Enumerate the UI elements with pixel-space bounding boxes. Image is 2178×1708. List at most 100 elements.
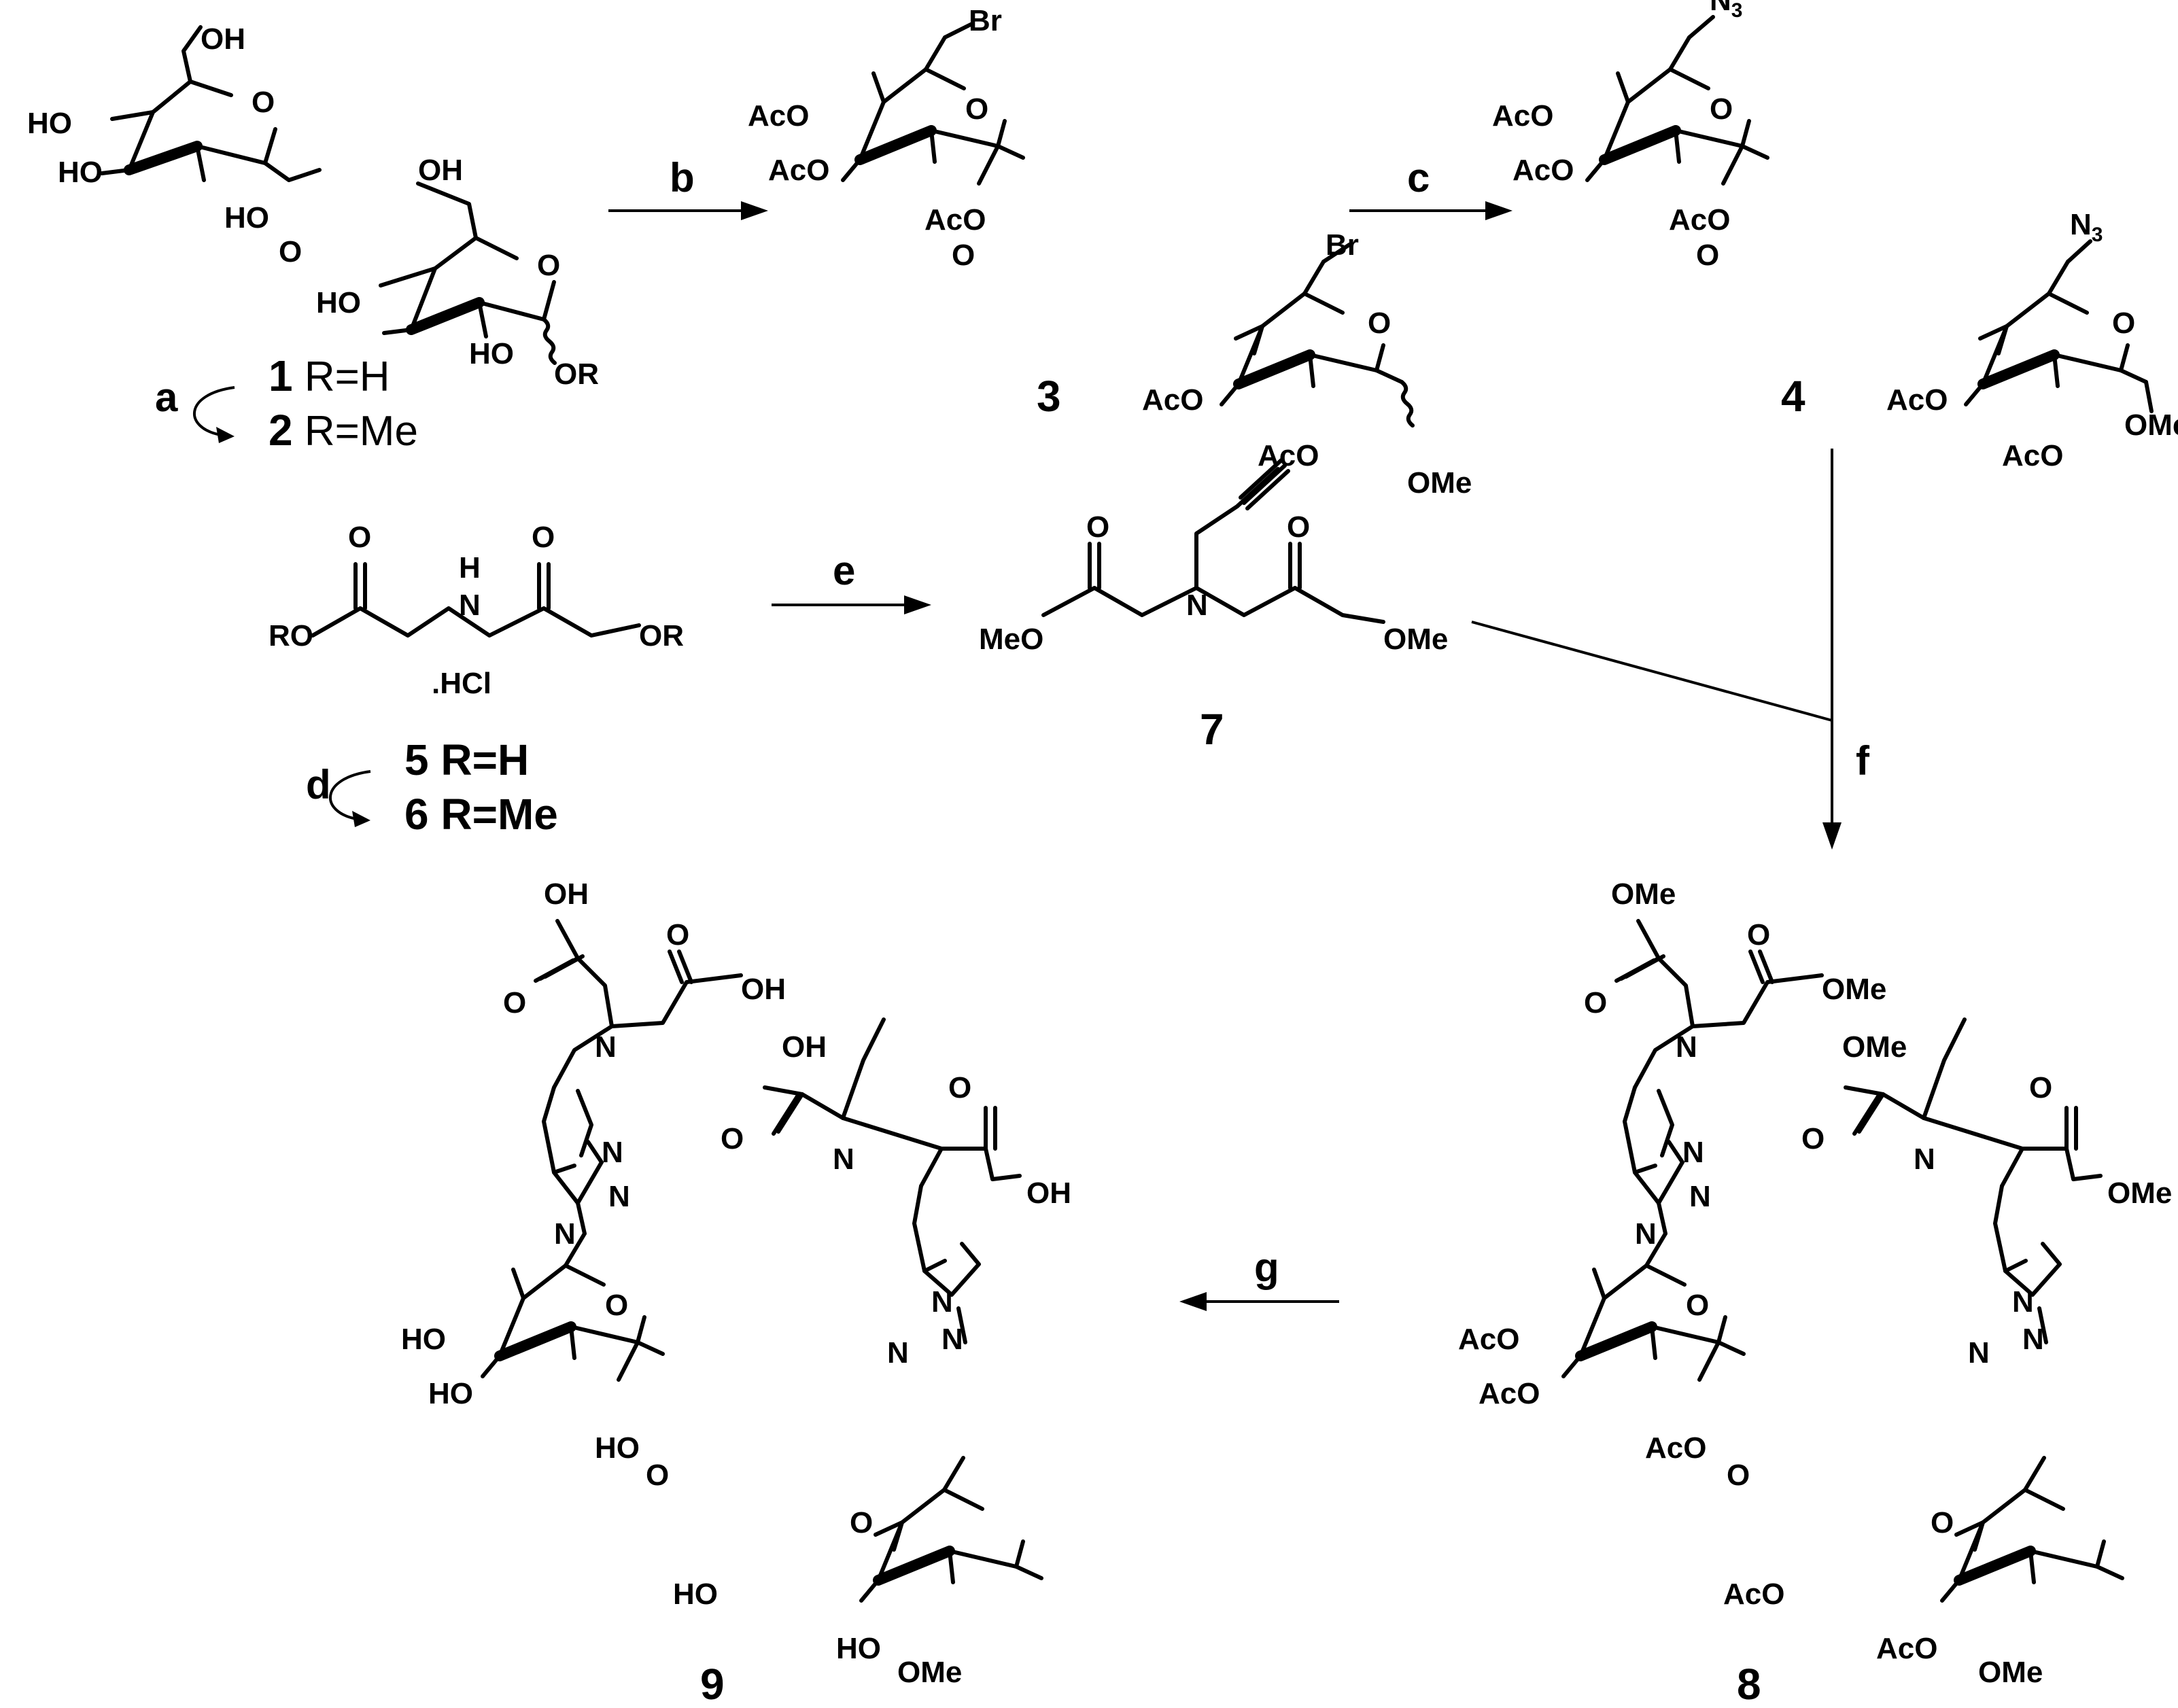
c9-ho-2: HO xyxy=(595,1431,640,1465)
compound-5-substituent: R=H xyxy=(429,735,530,784)
c5-or: OR xyxy=(639,619,684,652)
c9-n-2: N xyxy=(833,1143,854,1176)
step-c-arrow: c xyxy=(1349,155,1512,220)
c9-oh-4: OH xyxy=(1026,1177,1071,1210)
c8-aco-3: AcO xyxy=(1479,1377,1540,1410)
c8-triazole-a-n3: N xyxy=(1635,1217,1657,1251)
c3-aco-4: AcO xyxy=(748,99,809,133)
c1-ho-3: HO xyxy=(58,156,103,189)
c4-ome: OMe xyxy=(2124,408,2178,442)
step-d-arrow: d xyxy=(306,762,371,827)
compound-number-9: 9 xyxy=(700,1660,725,1708)
c8-aco-2: AcO xyxy=(1645,1431,1706,1465)
c9-ring-o: O xyxy=(605,1289,628,1322)
compound-2-substituent: R=Me xyxy=(293,408,418,455)
step-a-arrow: a xyxy=(155,374,235,443)
step-g-label: g xyxy=(1254,1244,1279,1290)
step-b-arrow: b xyxy=(608,155,768,220)
c9-o-1: O xyxy=(503,986,526,1019)
c3-link-o: O xyxy=(952,239,975,272)
svg-text:2 R=Me: 2 R=Me xyxy=(269,406,418,455)
c3-ring-o: O xyxy=(965,92,988,126)
compound-8-structure: OMe O O OMe N N N N OMe O O N OMe N N N … xyxy=(1458,877,2172,1689)
c4-ring-o: O xyxy=(1710,92,1733,126)
c5-carbonyl-o-a: O xyxy=(348,521,371,554)
compound-number-5: 5 xyxy=(404,735,429,784)
c8-ome: OMe xyxy=(1978,1656,2043,1689)
step-a-label: a xyxy=(155,374,178,420)
c7-ome: OMe xyxy=(1383,623,1448,656)
c8-aco-3b: AcO xyxy=(1723,1578,1784,1611)
compound-5-label: 5 R=H xyxy=(404,735,529,784)
c1-ho-2b: HO xyxy=(469,337,514,370)
c8-triazole-b-n1: N xyxy=(2012,1285,2034,1319)
c8-ome-4: OMe xyxy=(2107,1177,2172,1210)
compound-1-label: 1 R=H xyxy=(269,351,390,400)
c4-aco-2: AcO xyxy=(1669,203,1730,237)
c8-triazole-b-n2: N xyxy=(2022,1323,2044,1356)
c1-ring-o-b: O xyxy=(537,249,560,282)
c8-ome-3: OMe xyxy=(1842,1030,1907,1064)
c1-oh-6b: OH xyxy=(418,154,463,187)
compound-number-3: 3 xyxy=(1037,372,1061,421)
c9-triazole-b-n1: N xyxy=(931,1285,953,1319)
c4-link-o: O xyxy=(1696,239,1719,272)
step-c-label: c xyxy=(1407,155,1430,201)
c9-link-o: O xyxy=(646,1459,669,1492)
svg-text:5 R=H: 5 R=H xyxy=(404,735,529,784)
c8-n-1: N xyxy=(1676,1030,1697,1064)
c8-o-1: O xyxy=(1584,986,1607,1019)
c8-ring-o-b: O xyxy=(1931,1506,1954,1539)
c8-ome-1: OMe xyxy=(1611,877,1676,911)
step-e-arrow: e xyxy=(772,548,931,614)
c9-o-3: O xyxy=(721,1122,744,1155)
c7-carbonyl-o-a: O xyxy=(1086,510,1109,544)
compound-1-substituent: R=H xyxy=(293,353,390,400)
compound-number-7: 7 xyxy=(1200,705,1224,754)
c8-aco-2b: AcO xyxy=(1876,1632,1937,1665)
c9-triazole-a-n2: N xyxy=(608,1180,630,1213)
compound-number-6: 6 xyxy=(404,790,429,839)
c1-ho-4: HO xyxy=(27,107,72,140)
compound-4-structure: N3 AcO O AcO AcO O N3 O AcO AcO OMe xyxy=(1492,0,2178,472)
c1-oh-6: OH xyxy=(201,22,245,56)
c8-triazole-b-n3: N xyxy=(1968,1336,1990,1370)
c1-ring-o: O xyxy=(252,86,275,119)
compound-3-structure: Br AcO O AcO AcO O Br O AcO AcO OMe xyxy=(748,4,1472,500)
c1-ho-3b: HO xyxy=(316,286,361,319)
svg-text:6 R=Me: 6 R=Me xyxy=(404,790,558,839)
compound-number-4: 4 xyxy=(1781,372,1805,421)
compound-number-2: 2 xyxy=(269,406,293,455)
c3-br-a: Br xyxy=(969,4,1002,37)
c9-ho-2b: HO xyxy=(836,1632,881,1665)
c8-ome-2: OMe xyxy=(1822,973,1886,1006)
c5-nh-n: N xyxy=(459,589,481,622)
compound-number-8: 8 xyxy=(1737,1660,1761,1708)
c3-aco-2b: AcO xyxy=(1258,439,1319,472)
c9-ome: OMe xyxy=(897,1656,962,1689)
compound-number-1: 1 xyxy=(269,351,293,400)
c4-azide-b: N3 xyxy=(2070,208,2103,246)
c8-aco-4: AcO xyxy=(1458,1323,1519,1356)
c8-triazole-a-n1: N xyxy=(1682,1136,1704,1169)
c8-o-2: O xyxy=(1747,918,1770,952)
c9-ho-3: HO xyxy=(428,1377,473,1410)
c9-ring-o-b: O xyxy=(850,1506,873,1539)
c3-ome: OMe xyxy=(1407,466,1472,500)
c9-o-2: O xyxy=(666,918,689,952)
c8-o-3: O xyxy=(1801,1122,1825,1155)
c9-n-1: N xyxy=(595,1030,617,1064)
c9-o-4: O xyxy=(948,1071,971,1104)
c8-triazole-a-n2: N xyxy=(1689,1180,1711,1213)
compound-7-structure: O O N MeO OMe xyxy=(979,458,1448,656)
c4-ring-o-b: O xyxy=(2112,307,2135,340)
c4-aco-3: AcO xyxy=(1512,154,1574,187)
compound-6-substituent: R=Me xyxy=(429,790,558,839)
c3-aco-2: AcO xyxy=(924,203,986,237)
c8-o-4: O xyxy=(2029,1071,2052,1104)
c9-oh-3: OH xyxy=(782,1030,827,1064)
c4-azide-a: N3 xyxy=(1710,0,1742,22)
c5-ro: RO xyxy=(269,619,313,652)
compound-2-label: 2 R=Me xyxy=(269,406,418,455)
